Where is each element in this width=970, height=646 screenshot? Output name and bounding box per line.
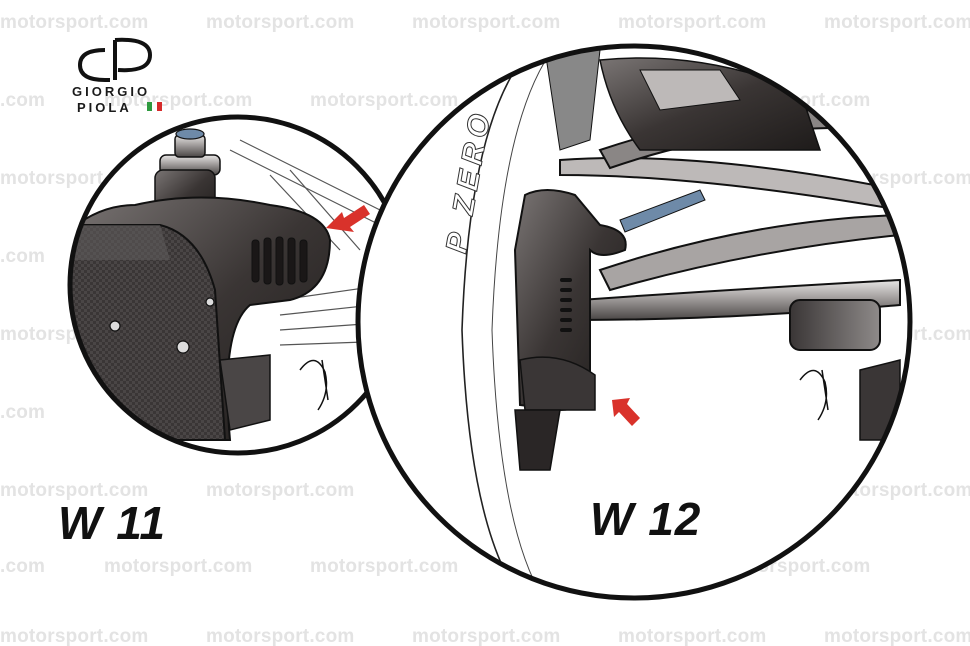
watermark: motorsport.com	[618, 626, 767, 646]
watermark: motorsport.com	[206, 12, 355, 33]
watermark: .com	[0, 246, 46, 267]
flag-stripe-white	[152, 102, 157, 111]
watermark: motorsport.com	[104, 556, 253, 577]
watermark: motorsport.com	[206, 480, 355, 501]
watermark: motorsport.com	[412, 626, 561, 646]
watermark: motorsport.com	[412, 12, 561, 33]
watermark: motorsport.com	[310, 556, 459, 577]
watermark: motorsport.com	[824, 12, 970, 33]
label-w11: W 11	[58, 497, 166, 549]
label-w12: W 12	[590, 493, 702, 545]
watermark: motorsport.com	[206, 626, 355, 646]
flag-stripe-red	[157, 102, 162, 111]
w12-detail	[358, 46, 910, 598]
w11-arrow-icon	[326, 205, 370, 232]
giorgio-piola-logo-icon	[77, 37, 153, 82]
watermark: motorsport.com	[310, 90, 459, 111]
watermark: .com	[0, 90, 46, 111]
watermark: motorsport.com	[618, 12, 767, 33]
watermark: .com	[0, 556, 46, 577]
watermark: motorsport.com	[824, 480, 970, 501]
italian-flag-icon	[147, 102, 162, 111]
watermark: motorsport.com	[104, 90, 253, 111]
logo-line2: PIOLA	[77, 100, 132, 115]
w11-detail	[70, 117, 406, 453]
flag-stripe-green	[147, 102, 152, 111]
watermark: .com	[0, 402, 46, 423]
watermark: motorsport.com	[824, 626, 970, 646]
w12-frame	[355, 43, 913, 601]
watermark: motorsport.com	[0, 626, 149, 646]
watermark: motorsport.com	[0, 480, 149, 501]
watermark: motorsport.com	[0, 12, 149, 33]
w12-arrow-icon	[612, 398, 640, 426]
logo-line1: GIORGIO	[72, 84, 151, 99]
